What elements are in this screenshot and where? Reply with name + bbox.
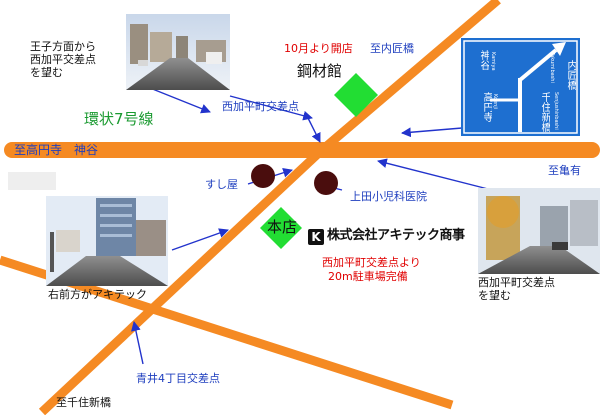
sign-senjushinbashi: 千住新橋	[539, 92, 550, 132]
ring-road-7-label: 環状7号線	[84, 110, 154, 128]
aoi-4chome-intersection-label: 青井4丁目交差点	[136, 372, 220, 385]
clinic-marker	[314, 171, 338, 195]
arrow-to-nishikasai	[307, 117, 321, 143]
arrow-from-bottom-left-photo	[171, 228, 229, 251]
photo-bottom-right	[478, 188, 600, 274]
arrow-to-aoi-intersection	[131, 321, 144, 365]
photo-bottom-left-caption: 右前方がアキテック	[48, 288, 147, 301]
photo-bottom-right-caption: 西加平町交差点 を望む	[478, 276, 555, 303]
nishikasai-intersection-label: 西加平町交差点	[222, 100, 299, 113]
ring-road-7	[4, 142, 600, 158]
steel-store-marker	[334, 73, 378, 117]
to-uchitakumi-bridge-label: 至内匠橋	[370, 42, 414, 55]
sign-takumibashi-roman: Takumibashi	[549, 52, 555, 83]
road-sign-photo	[461, 38, 580, 136]
arrow-from-top-left-photo	[149, 87, 211, 114]
parking-note-line2: 20m駐車場完備	[328, 270, 408, 283]
photo-bottom-left	[46, 196, 168, 286]
arrow-from-right-photo	[377, 158, 489, 190]
shadow-strip	[8, 172, 56, 190]
steel-store-opening-note: 10月より開店	[284, 42, 353, 55]
sign-kamiya: 神谷	[478, 50, 489, 70]
road-lower-diagonal	[38, 146, 326, 415]
company-logo-icon: K	[308, 229, 324, 245]
road-upper-diagonal	[319, 0, 501, 154]
to-kameari-label: 至亀有	[548, 164, 581, 177]
company-name: 株式会社アキテック商事	[327, 228, 465, 243]
ueda-clinic-label: 上田小児科医院	[350, 190, 427, 203]
sign-koenji: 高円寺	[481, 92, 492, 122]
sign-kamiya-roman: Kamiya	[490, 52, 496, 71]
to-senju-shinbashi-label: 至千住新橋	[56, 396, 111, 409]
steel-store-label: 鋼材館	[297, 62, 343, 80]
sign-koenji-roman: Koenji	[492, 94, 498, 110]
arrow-to-nishikasai-from-left	[229, 95, 313, 121]
photo-top-left	[126, 14, 230, 90]
sushi-shop-label: すし屋	[205, 178, 238, 191]
sign-takumibashi: 内匠橋	[565, 60, 576, 90]
sign-senjushinbashi-roman: Senjushinbashi	[553, 92, 559, 130]
to-koenji-kamiya-label: 至高円寺 神谷	[14, 143, 99, 157]
main-store-label: 本店	[267, 218, 298, 236]
photo-top-left-caption: 王子方面から 西加平交差点 を望む	[30, 40, 96, 80]
arrow-from-sign	[401, 127, 463, 138]
sushi-shop-marker	[251, 164, 275, 188]
parking-note-line1: 西加平町交差点より	[322, 256, 421, 269]
main-store-marker	[260, 207, 302, 249]
